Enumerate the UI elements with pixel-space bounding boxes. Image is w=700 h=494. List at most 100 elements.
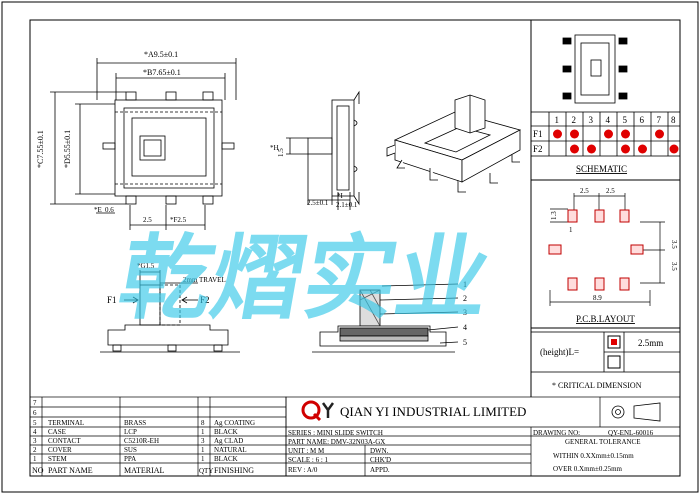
bom-material: BRASS (124, 419, 146, 427)
dim-h-val: 1.5 (277, 148, 285, 157)
schematic-contact-dot (604, 129, 613, 139)
dim-a: *A9.5±0.1 (144, 50, 178, 59)
bom-header-no: NO (32, 466, 44, 475)
company-logo (301, 400, 335, 422)
schematic-col-4: 4 (606, 115, 611, 125)
switch-footprint-icon (562, 34, 628, 104)
schematic-col-5: 5 (623, 115, 628, 125)
bom-material: PPA (124, 455, 136, 463)
schematic-col-1: 1 (555, 115, 560, 125)
projection-symbol-icon (611, 402, 661, 422)
bom-part-name: CONTACT (48, 437, 81, 445)
dwn: DWN. (370, 447, 389, 455)
bom-qty: 1 (201, 428, 205, 436)
bom-finishing: Ag CLAD (214, 437, 243, 445)
schematic-col-2: 2 (572, 115, 577, 125)
height-empty-box (607, 355, 621, 369)
bom-table-grid (29, 396, 681, 477)
chkd: CHK'D (370, 456, 391, 464)
pcb-layout (549, 193, 665, 306)
bom-no: 5 (33, 419, 37, 427)
label-f2: F2 (200, 295, 210, 305)
height-table (530, 331, 681, 373)
pcb-d5: 3.5 (670, 240, 678, 249)
isometric-view (386, 94, 522, 193)
height-label: (height)L= (540, 347, 579, 357)
bom-qty: 1 (201, 446, 205, 454)
bom-qty: 8 (201, 419, 205, 427)
bom-qty: 1 (201, 455, 205, 463)
label-f1: F1 (107, 295, 117, 305)
dim-b: *B7.65±0.1 (143, 68, 181, 77)
schematic-contact-dot (587, 144, 596, 154)
pcb-d3: 1.3 (550, 211, 558, 220)
bom-material: C5210R-EH (124, 437, 159, 445)
callout-1: 1 (463, 280, 467, 289)
schematic-row-label: F1 (533, 129, 543, 139)
dim-d: *D5.55±0.1 (63, 130, 72, 168)
height-marker-dot (611, 339, 617, 345)
dim-f-left: 2.5 (143, 216, 152, 224)
dim-i: *I (337, 192, 344, 200)
bom-header-name: PART NAME (48, 466, 93, 475)
schematic-contact-dot (553, 129, 562, 139)
callout-5: 5 (463, 338, 467, 347)
bom-no: 6 (33, 409, 37, 417)
height-marker-box (607, 335, 621, 349)
dim-e: *E (94, 206, 102, 214)
company-name: QIAN YI INDUSTRIAL LIMITED (340, 404, 526, 419)
section-view (312, 283, 459, 353)
dim-side-w: 2.5±0.1 (307, 199, 329, 207)
series: SERIES : MINI SLIDE SWITCH (288, 429, 383, 437)
side-view (286, 90, 360, 210)
bom-no: 1 (33, 455, 37, 463)
callout-3: 3 (463, 308, 467, 317)
pcb-title: P.C.B.LAYOUT (576, 314, 635, 324)
rev: REV : A/0 (288, 466, 318, 474)
bom-finishing: NATURAL (214, 446, 247, 454)
dim-i-val: 2.1±0.1 (336, 201, 358, 209)
schematic-title: SCHEMATIC (576, 164, 627, 174)
schematic-row-label: F2 (533, 144, 543, 154)
schematic-contact-dot (655, 129, 664, 139)
bom-finishing: Ag COATING (214, 419, 255, 427)
bom-qty: 3 (201, 437, 205, 445)
bom-header-material: MATERIAL (124, 466, 165, 475)
tolerance-1: WITHIN 0.XXmm±0.15mm (553, 452, 634, 460)
dim-g: *G1.5 (137, 262, 155, 270)
dim-e-val: 0.6 (105, 206, 114, 214)
bom-part-name: TERMINAL (48, 419, 84, 427)
bom-part-name: CASE (48, 428, 66, 436)
bom-part-name: STEM (48, 455, 67, 463)
bom-material: LCP (124, 428, 137, 436)
pcb-d2: 2.5 (606, 187, 615, 195)
drawing-no: QY-ENL-60016 (608, 429, 654, 437)
schematic-col-3: 3 (589, 115, 594, 125)
schematic-col-6: 6 (640, 115, 645, 125)
dim-f: *F2.5 (170, 216, 187, 224)
watermark: 乾熠实业 (111, 225, 498, 332)
appd: APPD. (370, 466, 390, 474)
bom-part-name: COVER (48, 446, 72, 454)
tolerance-title: GENERAL TOLERANCE (565, 438, 641, 446)
schematic-contact-dot (669, 144, 679, 154)
bom-no: 3 (33, 437, 37, 445)
unit: UNIT : M M (288, 447, 325, 455)
bom-finishing: BLACK (214, 428, 238, 436)
schematic-contact-dot (570, 129, 579, 139)
schematic-col-8: 8 (671, 115, 676, 125)
bom-no: 4 (33, 428, 37, 436)
bom-header-finishing: FINISHING (214, 466, 254, 475)
pcb-pads (548, 209, 644, 291)
callout-2: 2 (463, 294, 467, 303)
schematic-contact-dot (570, 144, 579, 154)
schematic-contact-dot (621, 144, 630, 154)
bom-finishing: BLACK (214, 455, 238, 463)
pcb-d1: 2.5 (580, 187, 589, 195)
schematic-contact-dot (621, 129, 630, 139)
schematic-contact-dot (638, 144, 647, 154)
schematic-col-7: 7 (657, 115, 662, 125)
critical-note: * CRITICAL DIMENSION (552, 381, 642, 390)
